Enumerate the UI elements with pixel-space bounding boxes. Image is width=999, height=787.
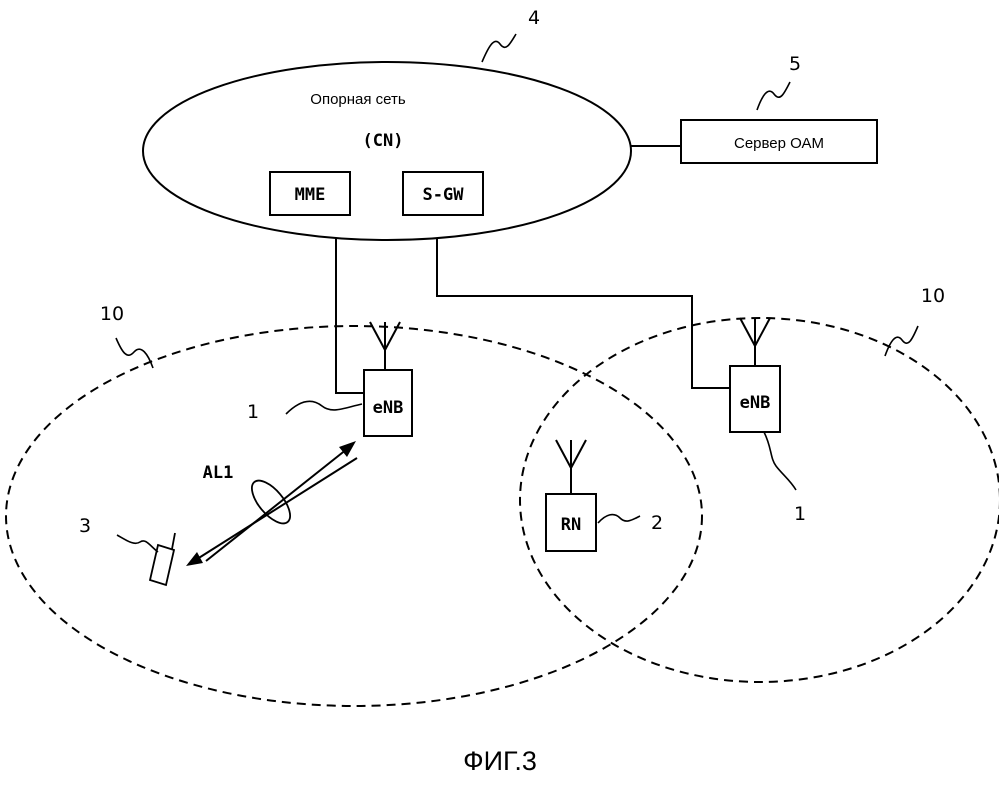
enb-left: eNB 1 [247, 322, 412, 436]
relay-node-ref-number: 2 [651, 512, 663, 534]
user-equipment-leader [117, 535, 158, 552]
enb-right: eNB 1 [730, 318, 806, 525]
antenna-icon [740, 318, 770, 366]
core-network-leader [482, 34, 516, 62]
core-network: Опорная сеть (CN) MME S-GW [143, 62, 631, 240]
user-equipment-ref-number: 3 [79, 515, 91, 537]
left-enb-link [336, 238, 364, 393]
enb-right-leader [764, 432, 796, 490]
mobile-phone-icon [150, 533, 175, 585]
access-link: AL1 [186, 441, 357, 566]
figure-caption: ФИГ.3 [463, 746, 537, 776]
mme-label: MME [295, 185, 326, 205]
core-network-abbr: (CN) [363, 131, 404, 151]
relay-node: RN 2 [546, 440, 663, 551]
core-network-ref: 4 [482, 7, 540, 62]
right-enb-link [437, 238, 730, 388]
relay-node-label: RN [561, 515, 581, 535]
cell-left [6, 326, 702, 706]
core-network-name: Опорная сеть [310, 91, 406, 108]
cell-right-ref-number: 10 [921, 285, 945, 307]
oam-server-label: Сервер ОАМ [734, 135, 824, 152]
cells: 10 10 [6, 285, 999, 706]
core-network-ellipse [143, 62, 631, 240]
oam-server-ref-number: 5 [789, 53, 801, 75]
relay-node-leader [598, 515, 640, 523]
oam-server-leader [757, 82, 790, 110]
user-equipment: 3 [79, 515, 175, 585]
enb-left-leader [286, 401, 362, 414]
cell-right-leader [885, 326, 918, 356]
access-link-label: AL1 [203, 463, 234, 483]
enb-right-label: eNB [740, 393, 771, 413]
enb-left-label: eNB [373, 398, 404, 418]
core-network-ref-number: 4 [528, 7, 540, 29]
cell-left-ref-number: 10 [100, 303, 124, 325]
downlink-arrowhead [186, 552, 203, 566]
antenna-icon [556, 440, 586, 494]
antenna-icon [370, 322, 400, 370]
enb-right-ref-number: 1 [794, 503, 806, 525]
oam-server: Сервер ОАМ 5 [631, 53, 877, 163]
enb-left-ref-number: 1 [247, 401, 259, 423]
sgw-label: S-GW [423, 185, 465, 205]
